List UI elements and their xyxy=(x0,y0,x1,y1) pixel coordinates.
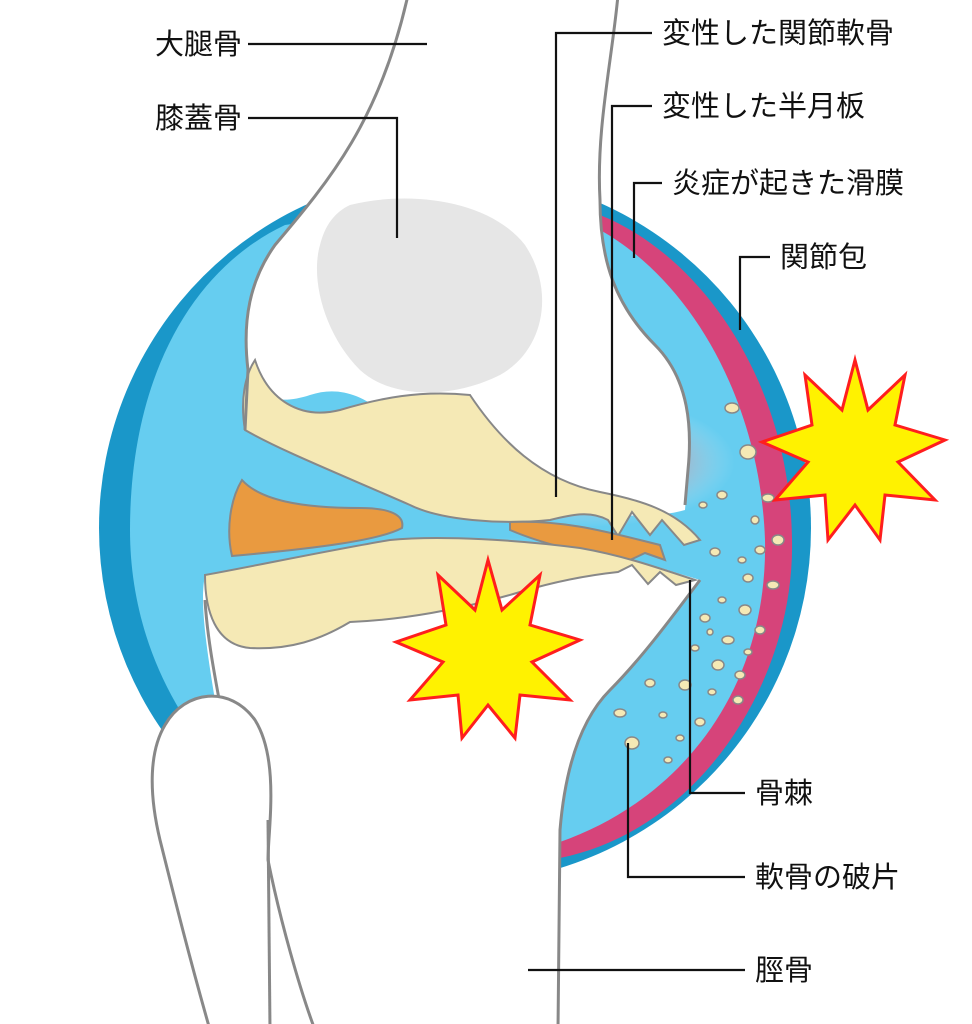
label-femur: 大腿骨 xyxy=(155,27,242,61)
cartilage-fragment xyxy=(699,613,711,623)
cartilage-fragment xyxy=(766,580,780,590)
meniscus-right xyxy=(509,520,667,562)
leader-osteophyte xyxy=(688,580,745,795)
cartilage-fragment xyxy=(739,444,757,460)
cartilage-fragment xyxy=(613,708,627,718)
leader-fragments xyxy=(626,743,745,879)
cartilage-fragment xyxy=(724,402,740,414)
cartilage-fragment xyxy=(754,545,766,555)
label-osteophyte: 骨棘 xyxy=(755,776,813,810)
cartilage-fragment xyxy=(737,556,747,564)
cartilage-fragment xyxy=(694,717,706,727)
label-tibia: 脛骨 xyxy=(755,953,813,987)
label-inflamed-synovium: 炎症が起きた滑膜 xyxy=(672,166,904,200)
cartilage-fragment xyxy=(675,734,685,742)
cartilage-fragment xyxy=(721,635,735,645)
cartilage-fragment xyxy=(771,534,785,546)
leader-lines xyxy=(248,31,770,972)
cartilage-fragment xyxy=(644,678,656,688)
leader-synovium xyxy=(632,181,662,258)
pain-burst-left xyxy=(391,554,585,742)
cartilage-fragment xyxy=(663,756,673,764)
cartilage-fragment xyxy=(698,501,708,509)
label-cartilage-fragments: 軟骨の破片 xyxy=(755,860,900,894)
cartilage-fragment xyxy=(734,670,746,680)
leader-cartilage xyxy=(554,31,652,497)
cartilage-fragment xyxy=(709,547,721,557)
femur-outline-left xyxy=(243,0,409,431)
cartilage-fragment xyxy=(742,573,754,583)
fibula-inner-line xyxy=(266,819,272,1024)
leader-meniscus xyxy=(610,104,652,540)
label-degenerated-cartilage: 変性した関節軟骨 xyxy=(662,16,894,50)
cartilage-fragment xyxy=(658,711,668,719)
label-degenerated-meniscus: 変性した半月板 xyxy=(662,89,865,123)
cartilage-fragments xyxy=(613,402,785,764)
cartilage-fragment xyxy=(743,648,753,656)
cartilage-fragment xyxy=(707,688,717,696)
label-patella: 膝蓋骨 xyxy=(155,101,242,135)
cartilage-fragment xyxy=(716,490,728,500)
cartilage-fragment xyxy=(717,596,727,604)
cartilage-fragment xyxy=(750,515,760,525)
label-joint-capsule: 関節包 xyxy=(780,240,867,274)
pain-burst-right xyxy=(757,354,950,545)
tibia-outline-right xyxy=(556,579,702,1024)
fibula xyxy=(150,694,315,1024)
cartilage-fragment xyxy=(732,695,744,705)
cartilage-fragment xyxy=(754,625,766,635)
cartilage-fragment xyxy=(706,628,714,636)
tibia xyxy=(203,538,700,1024)
leader-patella xyxy=(248,116,399,238)
femoral-cartilage xyxy=(242,357,702,547)
leader-capsule xyxy=(738,255,770,330)
cartilage-fragment xyxy=(761,493,775,503)
cartilage-fragment xyxy=(690,644,700,652)
femur-outline-right xyxy=(597,0,691,506)
meniscus-left xyxy=(228,478,404,558)
cartilage-fragment xyxy=(711,659,725,671)
patella xyxy=(316,198,543,393)
cartilage-fragment xyxy=(738,604,752,616)
